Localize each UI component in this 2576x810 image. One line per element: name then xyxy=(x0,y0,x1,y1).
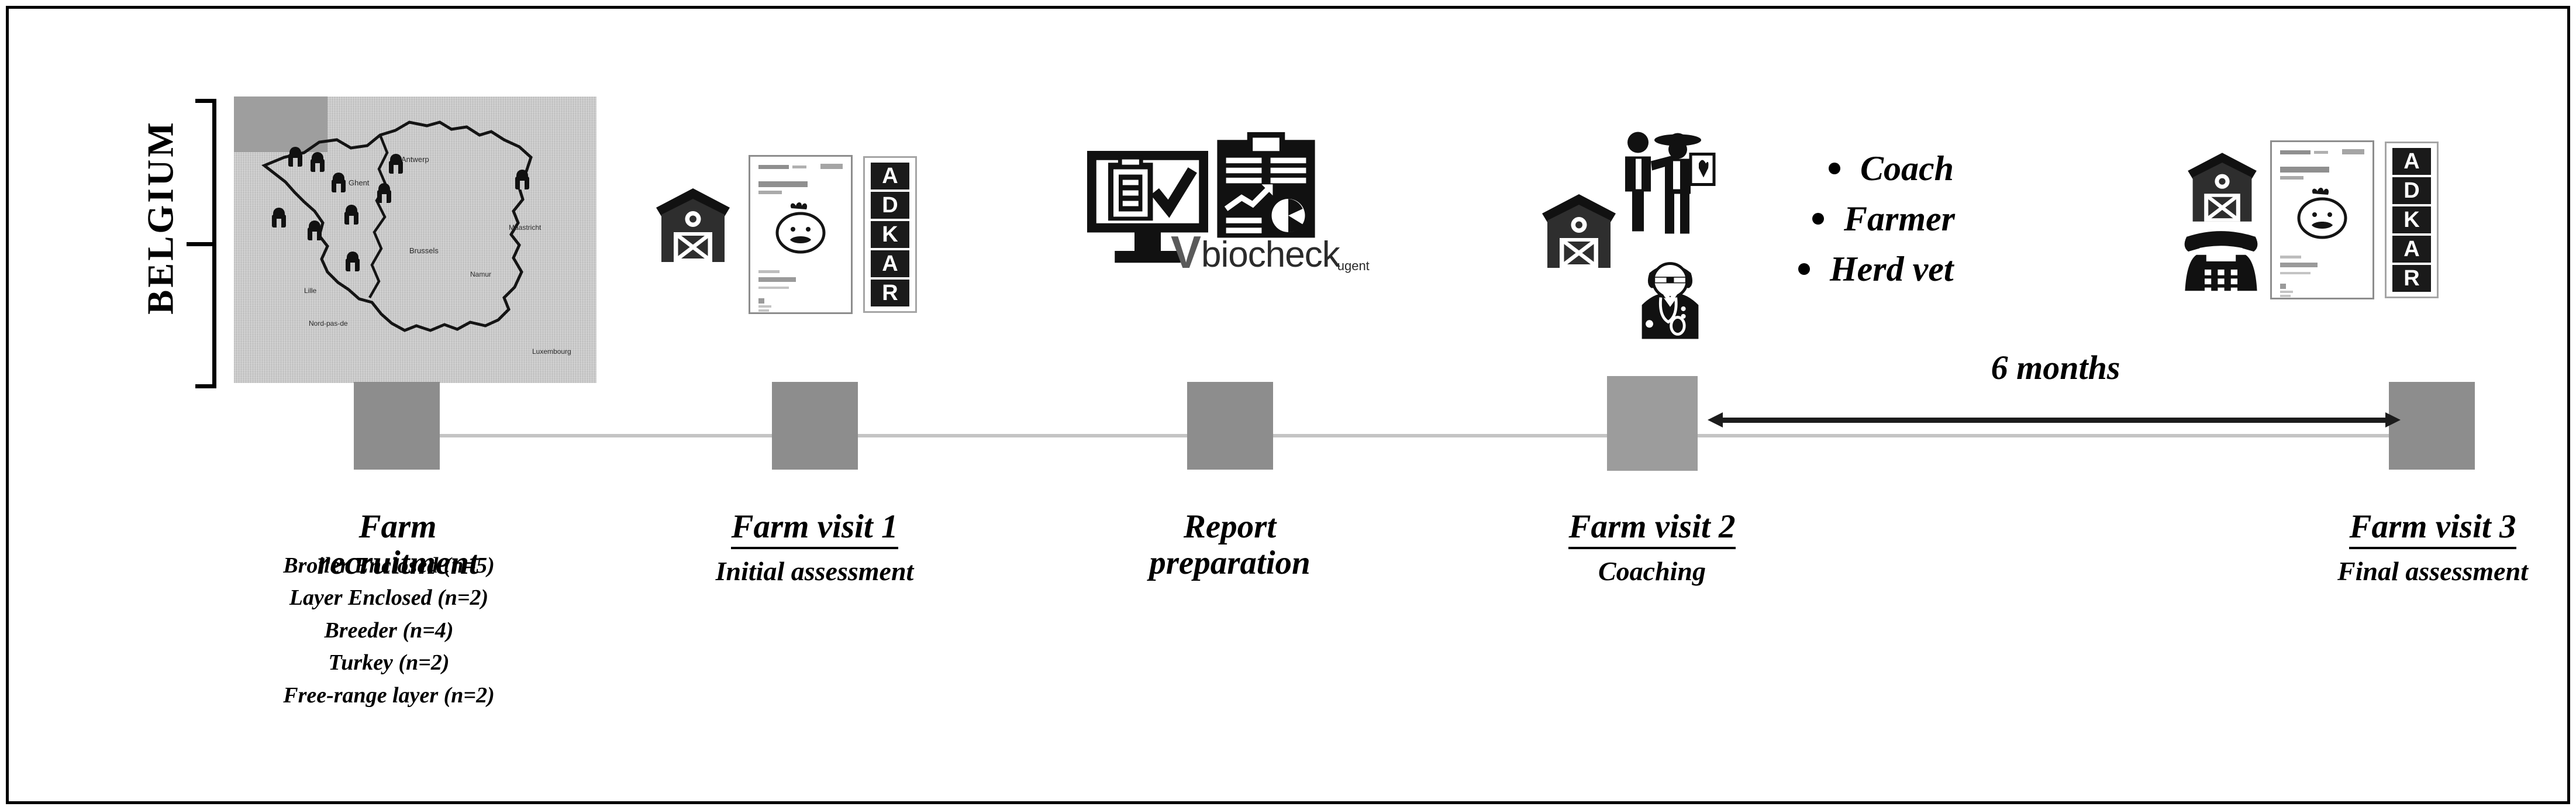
barn-icon xyxy=(649,181,737,269)
biocheck-wordmark: biocheck xyxy=(1201,234,1340,275)
farm-marker-icon xyxy=(331,173,346,192)
figure-frame: BELGIUM Antwerp Ghent Brussels Maastrich… xyxy=(6,6,2570,804)
adkar-letter-k: K xyxy=(871,221,909,248)
barn-icon xyxy=(1535,187,1623,275)
biosecurity-poster xyxy=(2270,140,2374,299)
adkar-letter-d: D xyxy=(871,192,909,219)
farm-marker-icon xyxy=(377,183,392,203)
svg-text:Ghent: Ghent xyxy=(349,178,370,187)
adkar-letter-r: R xyxy=(2392,265,2431,292)
report-clipboard-icon xyxy=(1211,129,1322,246)
visit-2-actor-list: Coach Farmer Herd vet xyxy=(1798,143,2067,294)
stage-title: Report preparation xyxy=(1149,508,1311,581)
timeline-node-farm-visit-1 xyxy=(772,382,858,470)
breakdown-item: Free-range layer (n=2) xyxy=(283,683,495,708)
farm-marker-icon xyxy=(515,170,530,189)
actor-label: Herd vet xyxy=(1830,249,1954,288)
timeline-node-farm-recruitment xyxy=(354,382,440,470)
bullet-icon xyxy=(1812,213,1824,225)
farm-recruitment-breakdown: Broiler Enclosed (n=5) Layer Enclosed (n… xyxy=(225,550,553,712)
timeline-node-farm-visit-2 xyxy=(1607,376,1698,471)
coach-and-farmer-icon xyxy=(1612,126,1729,246)
adkar-letter-a: A xyxy=(2392,236,2431,263)
chick-face-icon xyxy=(2297,188,2347,239)
farm-marker-icon xyxy=(310,152,325,172)
belgium-map: Antwerp Ghent Brussels Maastricht Lille … xyxy=(234,96,596,383)
farm-marker-icon xyxy=(288,147,303,167)
stage-caption-farm-visit-3: Farm visit 3 Final assessment xyxy=(2298,509,2567,587)
biocheck-tick-icon: V xyxy=(1171,226,1202,278)
svg-text:Brussels: Brussels xyxy=(409,246,439,255)
actor-list-item: Farmer xyxy=(1798,194,2067,244)
belgium-border-outline: Antwerp Ghent Brussels Maastricht Lille … xyxy=(261,120,571,356)
adkar-letter-a: A xyxy=(2392,148,2431,175)
barn-icon xyxy=(2181,146,2263,228)
bullet-icon xyxy=(1798,263,1810,275)
timeline-node-report-preparation xyxy=(1187,382,1273,470)
belgium-label: BELGIUM xyxy=(140,120,181,315)
farm-marker-icon xyxy=(388,154,404,174)
biocheck-logo: V biocheck ugent xyxy=(1171,226,1372,278)
farm-marker-icon xyxy=(345,251,360,271)
stage-caption-farm-visit-1: Farm visit 1 Initial assessment xyxy=(680,509,949,587)
bullet-icon xyxy=(1829,163,1840,174)
actor-label: Coach xyxy=(1860,149,1954,188)
actor-list-item: Herd vet xyxy=(1798,244,2067,294)
adkar-letter-a: A xyxy=(871,163,909,189)
bracket-icon xyxy=(187,99,229,388)
svg-text:Lille: Lille xyxy=(304,287,317,295)
timeline-connector xyxy=(398,434,2430,437)
svg-text:Antwerp: Antwerp xyxy=(401,155,429,164)
map-sea-region xyxy=(234,96,327,152)
biosecurity-poster xyxy=(749,155,853,314)
svg-text:Nord-pas-de: Nord-pas-de xyxy=(309,319,348,328)
svg-text:Luxembourg: Luxembourg xyxy=(532,347,571,356)
stage-title: Farm visit 1 xyxy=(680,509,949,549)
actor-label: Farmer xyxy=(1844,199,1956,238)
belgium-bracket-group: BELGIUM xyxy=(126,96,234,389)
adkar-letter-r: R xyxy=(871,280,909,306)
actor-list-item: Coach xyxy=(1798,143,2067,194)
stage-caption-report-preparation: Report preparation xyxy=(1095,509,1364,581)
stage-caption-farm-recruitment: Farm recruitment xyxy=(263,509,532,581)
monitor-checklist-icon xyxy=(1082,140,1213,272)
breakdown-item: Layer Enclosed (n=2) xyxy=(289,585,489,611)
telephone-icon xyxy=(2180,227,2262,294)
breakdown-item: Broiler Enclosed (n=5) xyxy=(283,553,495,578)
herd-vet-icon xyxy=(1623,250,1718,343)
stage-subtitle: Coaching xyxy=(1598,556,1706,586)
breakdown-item: Breeder (n=4) xyxy=(324,618,454,643)
adkar-letter-k: K xyxy=(2392,206,2431,233)
adkar-letter-a: A xyxy=(871,250,909,277)
svg-text:Namur: Namur xyxy=(470,270,491,278)
chick-face-icon xyxy=(775,202,826,254)
farm-marker-icon xyxy=(344,205,359,225)
stage-title: Farm visit 3 xyxy=(2298,509,2567,549)
breakdown-item: Turkey (n=2) xyxy=(328,650,450,675)
stage-title: Farm visit 2 xyxy=(1518,509,1787,549)
adkar-letter-d: D xyxy=(2392,177,2431,204)
six-months-label: 6 months xyxy=(1991,349,2120,387)
stage-subtitle: Final assessment xyxy=(2337,556,2528,586)
biocheck-sub: ugent xyxy=(1337,258,1370,274)
farm-marker-icon xyxy=(307,220,322,240)
stage-caption-farm-visit-2: Farm visit 2 Coaching xyxy=(1518,509,1787,587)
timeline-node-farm-visit-3 xyxy=(2389,382,2475,470)
svg-text:Maastricht: Maastricht xyxy=(509,223,542,232)
farm-marker-icon xyxy=(271,208,287,228)
six-months-arrow-icon xyxy=(1708,412,2401,428)
stage-subtitle: Initial assessment xyxy=(715,556,914,586)
stage-title: Farm recruitment xyxy=(317,508,478,581)
